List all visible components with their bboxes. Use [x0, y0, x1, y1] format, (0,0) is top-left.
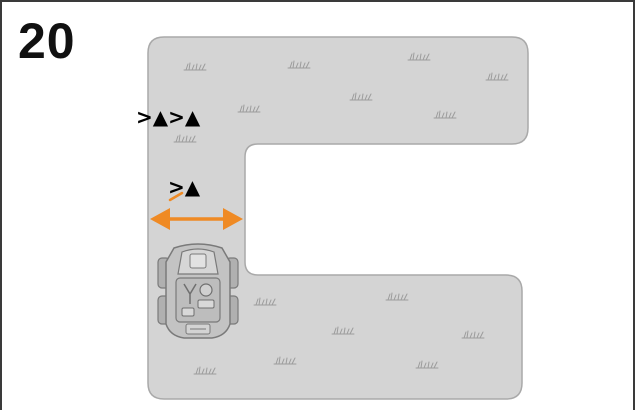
grass-tuft-icon: [349, 92, 373, 101]
grass-tuft-icon: [407, 52, 431, 61]
single-width-label: >▲: [168, 175, 201, 199]
grass-tuft-icon: [433, 110, 457, 119]
lawn-area: [147, 36, 529, 400]
grass-tuft-icon: [237, 104, 261, 113]
grass-tuft-icon: [485, 72, 509, 81]
double-width-label: >▲>▲: [136, 105, 201, 129]
grass-tuft-icon: [173, 134, 197, 143]
grass-tuft-icon: [273, 356, 297, 365]
step-number: 20: [18, 13, 76, 69]
robotic-lawnmower-icon: [157, 243, 239, 339]
grass-tuft-icon: [253, 297, 277, 306]
grass-tuft-icon: [287, 60, 311, 69]
grass-tuft-icon: [193, 366, 217, 375]
grass-tuft-icon: [331, 326, 355, 335]
grass-tuft-icon: [183, 62, 207, 71]
grass-tuft-icon: [415, 360, 439, 369]
double-headed-arrow-icon: [150, 208, 243, 230]
grass-tuft-icon: [461, 330, 485, 339]
grass-tuft-icon: [385, 292, 409, 301]
guide-mark: [168, 191, 184, 202]
